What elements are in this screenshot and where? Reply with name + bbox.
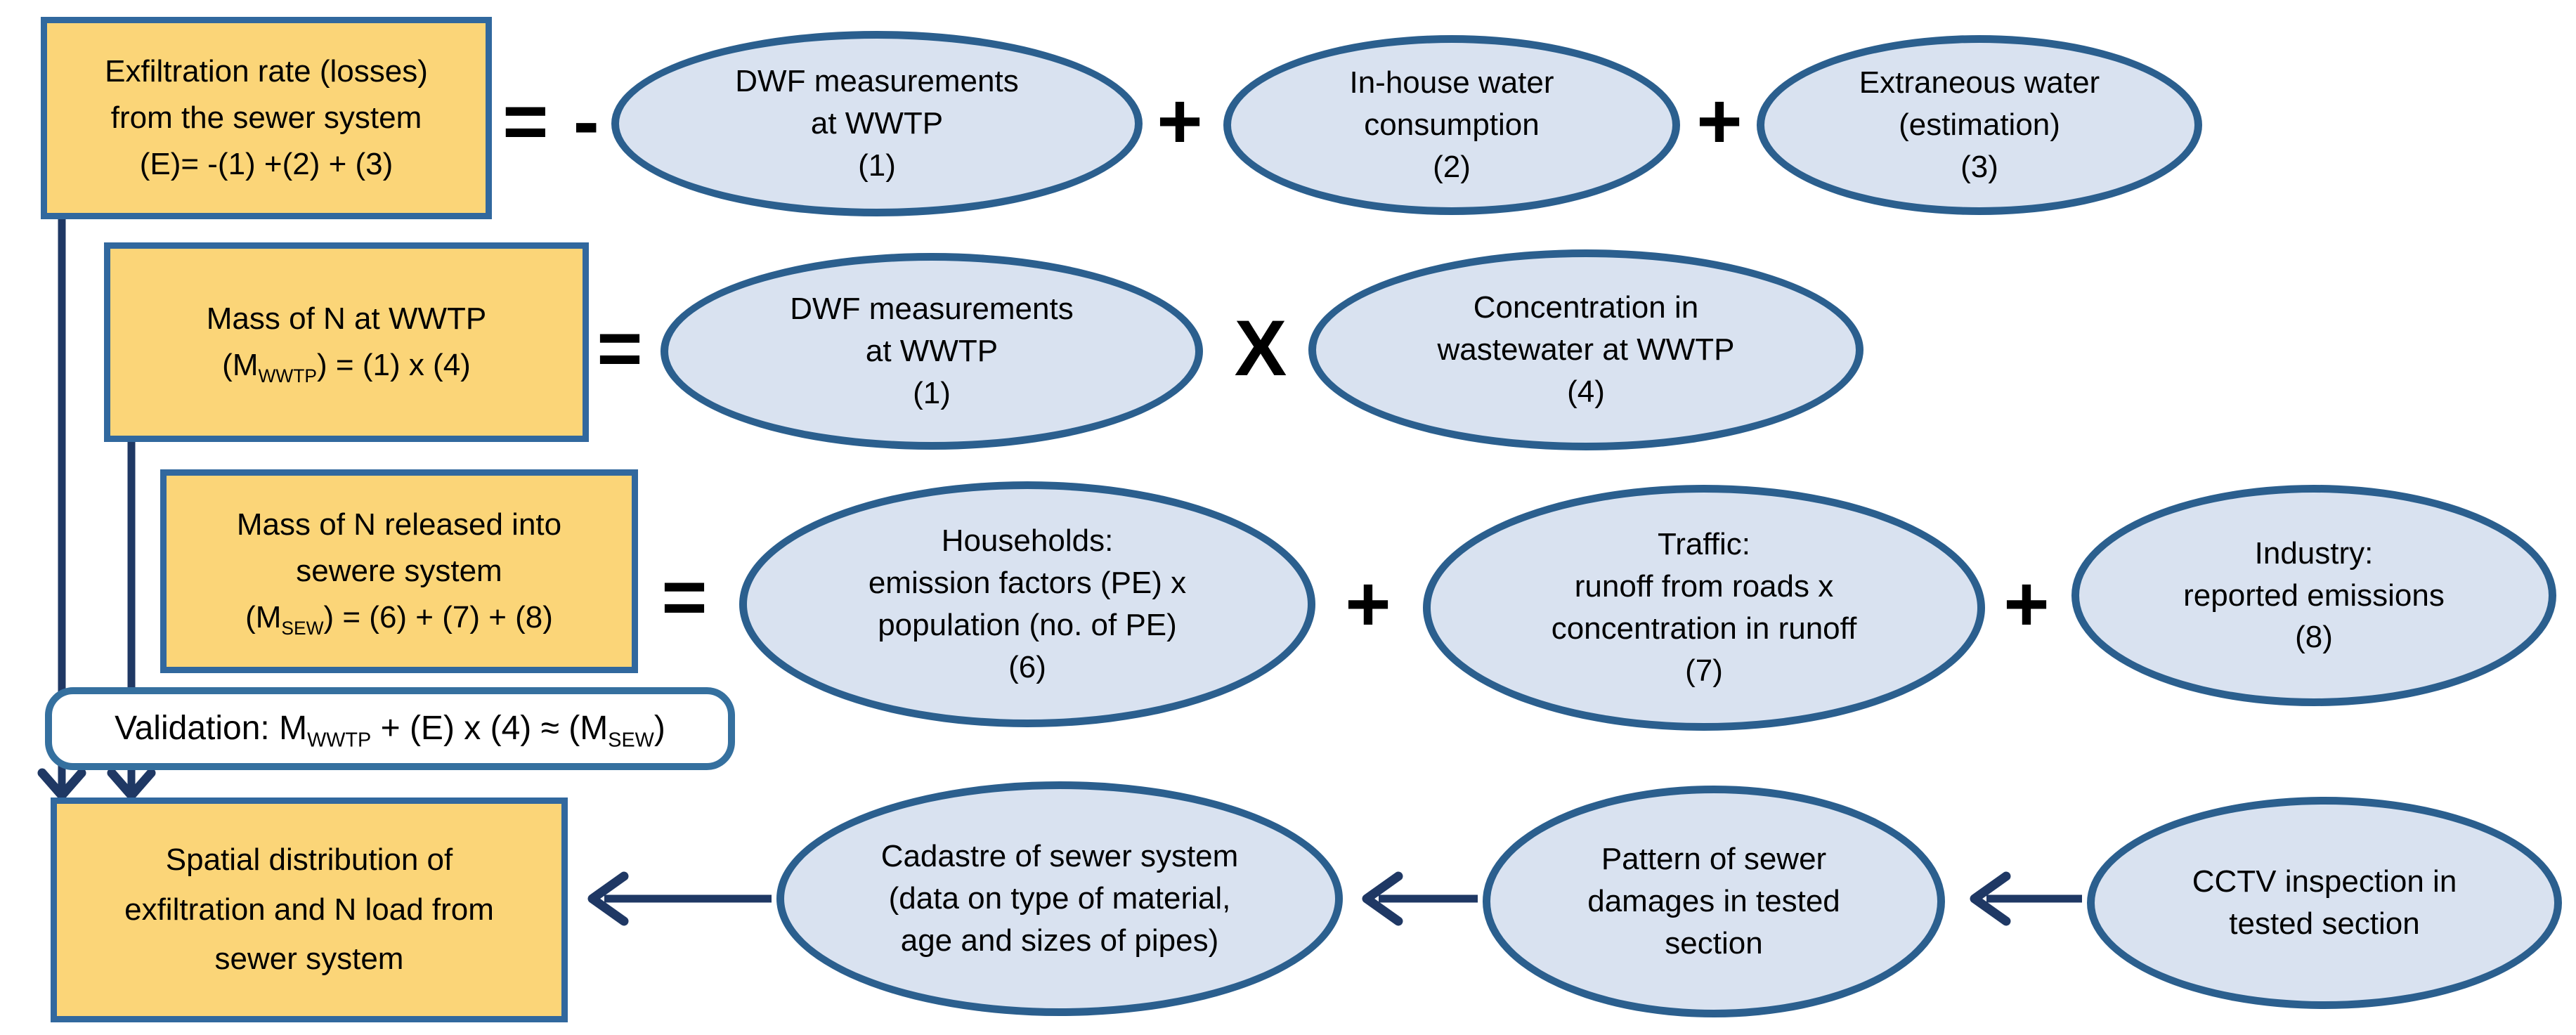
operator-plus-1: + — [1157, 77, 1204, 165]
operator-plus-2: + — [1696, 77, 1744, 165]
operator-equals-minus: = - — [502, 77, 601, 165]
ellipse-cadastre-sewer-system: Cadastre of sewer system(data on type of… — [776, 781, 1343, 1016]
operator-plus-4: + — [2003, 560, 2051, 648]
arrow-cctv-to-pattern — [1970, 871, 2082, 926]
operator-times: X — [1234, 304, 1289, 392]
ellipse-industry-8: Industry:reported emissions(8) — [2071, 485, 2556, 706]
operator-equals-3: = — [661, 553, 709, 641]
operator-equals-2: = — [597, 304, 644, 392]
ellipse-extraneous-water-3: Extraneous water(estimation)(3) — [1757, 35, 2202, 215]
box-mass-n-wwtp: Mass of N at WWTP(MWWTP) = (1) x (4) — [104, 242, 589, 442]
arrow-cadastre-to-spatial — [587, 871, 772, 926]
arrow-pattern-to-cadastre — [1362, 871, 1478, 926]
box-exfiltration-rate: Exfiltration rate (losses)from the sewer… — [41, 17, 492, 219]
validation-box: Validation: MWWTP + (E) x (4) ≈ (MSEW) — [45, 687, 735, 770]
operator-plus-3: + — [1345, 560, 1393, 648]
